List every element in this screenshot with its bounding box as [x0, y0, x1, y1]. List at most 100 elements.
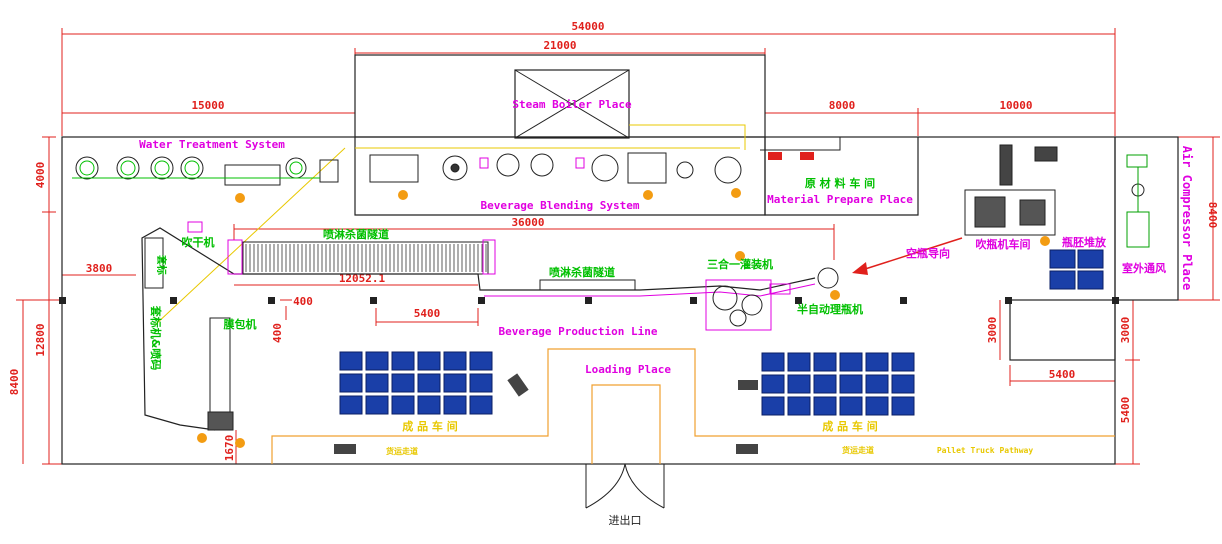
pallet	[1049, 270, 1076, 290]
pallet	[469, 373, 493, 393]
dim-material-span: 8000	[829, 99, 856, 112]
material-label-cn: 原 材 料 车 间	[805, 176, 875, 190]
pallet	[443, 395, 467, 415]
dimension-labels: 54000 21000 15000 8000 10000 3800 36000 …	[8, 20, 1219, 461]
pallet	[787, 374, 811, 394]
dim-400-h: 400	[293, 295, 313, 308]
pallet	[365, 373, 389, 393]
spray-tunnel-1	[242, 241, 489, 275]
production-line-label: Beverage Production Line	[499, 325, 658, 338]
tunnel-1-exit	[482, 239, 496, 275]
dim-conveyor: 3800	[86, 262, 113, 275]
columns	[59, 297, 1119, 304]
air-compressor-label: Air Compressor Place	[1180, 146, 1194, 291]
pallet	[365, 351, 389, 371]
pallet	[391, 395, 415, 415]
dim-boiler-span: 21000	[543, 39, 576, 52]
pump-icons	[197, 188, 1050, 448]
dryer-unit	[187, 221, 203, 233]
pallet	[865, 374, 889, 394]
pallet	[469, 351, 493, 371]
pallet-stacks	[339, 249, 1104, 416]
film-wrapper	[207, 317, 234, 431]
compressor-equipment	[1126, 154, 1150, 248]
pallet	[469, 395, 493, 415]
pallet	[787, 396, 811, 416]
pallet	[417, 373, 441, 393]
dim-tunnel-36000: 36000	[511, 216, 544, 229]
dim-tunnel-12052: 12052.1	[339, 272, 386, 285]
dim-left-mid: 12800	[34, 323, 47, 356]
pallet	[1077, 249, 1104, 269]
dim-left-bottom: 8400	[8, 369, 21, 396]
pallet	[417, 395, 441, 415]
building-walls	[61, 54, 1179, 465]
pallet	[891, 352, 915, 372]
spray-tunnel-1-slats	[245, 244, 487, 272]
labeler-unit	[144, 237, 164, 289]
material-equipment	[760, 137, 841, 160]
blow-workshop-label: 吹瓶机车间	[976, 237, 1031, 251]
dim-right-bottom: 5400	[1119, 397, 1132, 424]
empty-bottle-arrow	[852, 237, 963, 275]
entrance-doors	[585, 463, 665, 509]
finished-2-label: 成 品 车 间	[822, 419, 878, 433]
pallet	[865, 352, 889, 372]
loading-bay	[591, 384, 661, 464]
pallet	[443, 373, 467, 393]
loading-label: Loading Place	[585, 363, 671, 376]
pallet	[761, 396, 785, 416]
blending-equipment	[369, 152, 742, 184]
pallet	[891, 396, 915, 416]
finished-1-label: 成 品 车 间	[402, 419, 458, 433]
pallet	[339, 395, 363, 415]
pallet	[813, 352, 837, 372]
pallet	[417, 351, 441, 371]
dim-span-5400-right: 5400	[1049, 368, 1076, 381]
loading-area-outline	[271, 348, 1115, 464]
entrance-label: 进出口	[609, 513, 642, 527]
pallet	[787, 352, 811, 372]
preform-stack-label: 瓶胚堆放	[1062, 235, 1107, 249]
spray-tunnel-1-label: 喷淋杀菌隧道	[323, 227, 389, 241]
dim-water-span: 15000	[191, 99, 224, 112]
pallet-pathway-label: Pallet Truck Pathway	[937, 446, 1034, 455]
spray-tunnel-2-label: 喷淋杀菌隧道	[549, 265, 615, 279]
outdoor-vent-label: 室外通风	[1122, 261, 1166, 275]
pathway-cn-2: 货运走道	[841, 445, 874, 455]
dim-right-top: 8400	[1206, 202, 1219, 229]
steam-boiler	[514, 69, 630, 139]
pallet	[1049, 249, 1076, 269]
dim-total-width: 54000	[571, 20, 604, 33]
spray-tunnel-2	[539, 279, 636, 291]
dim-span-5400-mid: 5400	[414, 307, 441, 320]
blending-label: Beverage Blending System	[481, 199, 640, 212]
shrink-label: 套标机&喷码	[149, 306, 163, 371]
steam-boiler-label: Steam Boiler Place	[512, 98, 632, 111]
labeler-label: 套标	[155, 254, 168, 275]
blow-molding-machine	[964, 144, 1058, 236]
dim-left-top: 4000	[34, 162, 47, 189]
pallet	[865, 396, 889, 416]
pathway-cn-1: 货运走道	[385, 446, 418, 456]
material-label-en: Material Prepare Place	[767, 193, 913, 206]
pallet	[761, 374, 785, 394]
pallet	[813, 374, 837, 394]
pallet	[339, 373, 363, 393]
water-treatment-label: Water Treatment System	[139, 138, 285, 151]
triblock-label: 三合一灌装机	[707, 257, 773, 271]
dim-cell-3000-left: 3000	[986, 317, 999, 344]
dim-400-v: 400	[271, 323, 284, 343]
pallet	[339, 351, 363, 371]
dryer-label: 吹干机	[182, 235, 215, 249]
pallet	[365, 395, 389, 415]
triblock-filler	[705, 267, 839, 331]
dim-1670: 1670	[223, 435, 236, 462]
unscrambler-label: 半自动理瓶机	[797, 302, 863, 316]
pallet	[839, 374, 863, 394]
dim-blowing-span: 10000	[999, 99, 1032, 112]
dim-right-mid: 3000	[1119, 317, 1132, 344]
water-treatment-equipment	[72, 156, 339, 186]
film-wrapper-label: 膜包机	[224, 317, 257, 331]
